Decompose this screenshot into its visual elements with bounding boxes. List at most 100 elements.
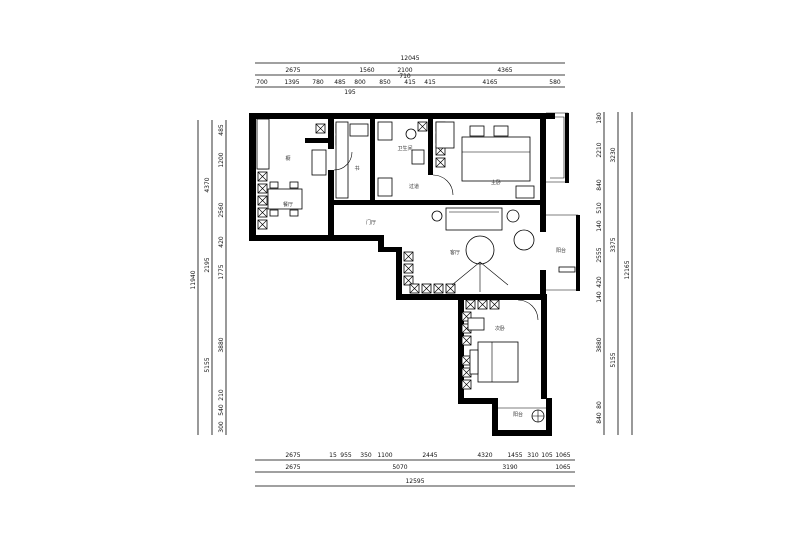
wall-kitchen-right-lower [328,170,334,241]
dim-top-extra-1: 710 [399,73,411,80]
room-label-balcony-2: 阳台 [513,411,523,418]
wall-living-right-upper [540,210,546,232]
toilet [405,128,417,140]
dim-left-inner-9: 300 [218,421,225,433]
dim-top-row3-2: 1395 [284,79,299,86]
room-label-second: 次卧 [495,325,505,332]
dim-right-inner-1: 180 [596,112,603,124]
top-dimensions: 12045 2675 1560 2100 4365 700 1395 780 4… [255,55,565,96]
wall-second-left [458,294,464,404]
second-bed [477,341,519,383]
master-wardrobe [435,121,455,149]
dim-top-row3-9: 4165 [482,79,497,86]
study-wardrobe [335,121,349,199]
cabinet-cross [489,299,500,310]
dining-chair [289,181,299,189]
dim-right-inner-8: 140 [596,291,603,303]
right-dimensions: 180 2210 840 510 140 2555 420 140 3880 8… [596,112,633,435]
dim-left-inner-3: 2560 [218,202,225,217]
cabinet-cross [403,251,414,262]
pillow [469,125,485,137]
study-desk [349,123,369,137]
dim-top-row3-5: 800 [354,79,366,86]
dim-left-inner-5: 1775 [218,264,225,279]
dim-right-inner-7: 420 [596,276,603,288]
balcony-living-rail [576,215,580,291]
dim-bottom-total: 12595 [405,478,424,485]
bathtub [377,121,393,141]
dining-chair [269,181,279,189]
dining-chair [269,209,279,217]
room-label-study: 书 [354,165,359,172]
dining-table [267,188,303,210]
door-swing [517,299,539,321]
dim-bottom-row1-11: 1065 [555,452,570,459]
door-swing [432,174,454,196]
left-dimensions: 11940 4370 2195 5155 485 1200 2560 420 1… [190,120,227,435]
dim-right-inner-10: 80 [596,401,603,409]
dim-right-inner-11: 840 [596,412,603,424]
cabinet-cross [403,263,414,274]
cabinet-cross [257,183,268,194]
dim-left-inner-4: 420 [218,236,225,248]
dim-right-total: 12165 [624,260,631,279]
dim-bottom-row1-3: 955 [340,452,352,459]
wall-balcony2-left [492,398,498,436]
dim-right-inner-6: 2555 [596,247,603,262]
armchair [513,229,535,251]
dim-right-mid-3: 5155 [610,352,617,367]
cabinet-cross [403,275,414,286]
dim-top-row3-1: 700 [256,79,268,86]
dim-bottom-row2-1: 2675 [285,464,300,471]
dim-right-inner-9: 3880 [596,337,603,352]
cabinet-cross [417,121,428,132]
wall-kitchen-right-upper [328,113,334,149]
balconies [496,112,580,409]
cabinet-cross [421,283,432,294]
bottom-dimensions: 2675 15 955 350 1100 2445 4320 1455 310 … [255,452,575,487]
dim-right-mid-2: 3375 [610,237,617,252]
master-bed [461,136,531,182]
wall-left [249,113,256,241]
cabinet-cross [409,283,420,294]
balcony-master-inner [550,116,565,179]
cabinet-cross [461,367,472,378]
wall-balcony2-right [546,398,552,436]
window [558,266,576,273]
dim-top-row2-4: 4365 [497,67,512,74]
dim-top-row3-6: 850 [379,79,391,86]
wall-entry-step-2 [378,247,400,252]
wall-study-right [370,119,375,201]
room-label-entry: 门厅 [366,219,376,226]
dim-bottom-row2-2: 5070 [392,464,407,471]
wall-left-bottom [249,235,334,241]
cabinet-cross [257,207,268,218]
dim-bottom-row1-9: 310 [527,452,539,459]
cabinet-cross [445,283,456,294]
pillow [493,125,509,137]
dim-top-row2-1: 2675 [285,67,300,74]
dim-bottom-row1-10: 105 [541,452,553,459]
room-label-bath: 卫生间 [397,145,412,152]
dim-top-row2-3: 2100 [397,67,412,74]
cabinet-cross [433,283,444,294]
furniture [256,118,576,423]
wall-second-right [541,294,547,399]
wall-kitchen-divider [305,138,333,143]
room-label-hall: 过道 [409,183,419,190]
dim-bottom-row1-2: 15 [329,452,337,459]
cabinet-cross [461,379,472,390]
dim-bottom-row1-8: 1455 [507,452,522,459]
wall-entry-top [334,235,384,241]
dim-right-inner-3: 840 [596,179,603,191]
walls [249,113,555,436]
dim-top-row3-4: 485 [334,79,346,86]
cabinet-cross [465,299,476,310]
dim-bottom-row1-6: 2445 [422,452,437,459]
dim-left-inner-6: 3880 [218,337,225,352]
dim-right-inner-5: 140 [596,220,603,232]
master-desk [515,185,535,199]
dim-left-inner-7: 210 [218,389,225,401]
